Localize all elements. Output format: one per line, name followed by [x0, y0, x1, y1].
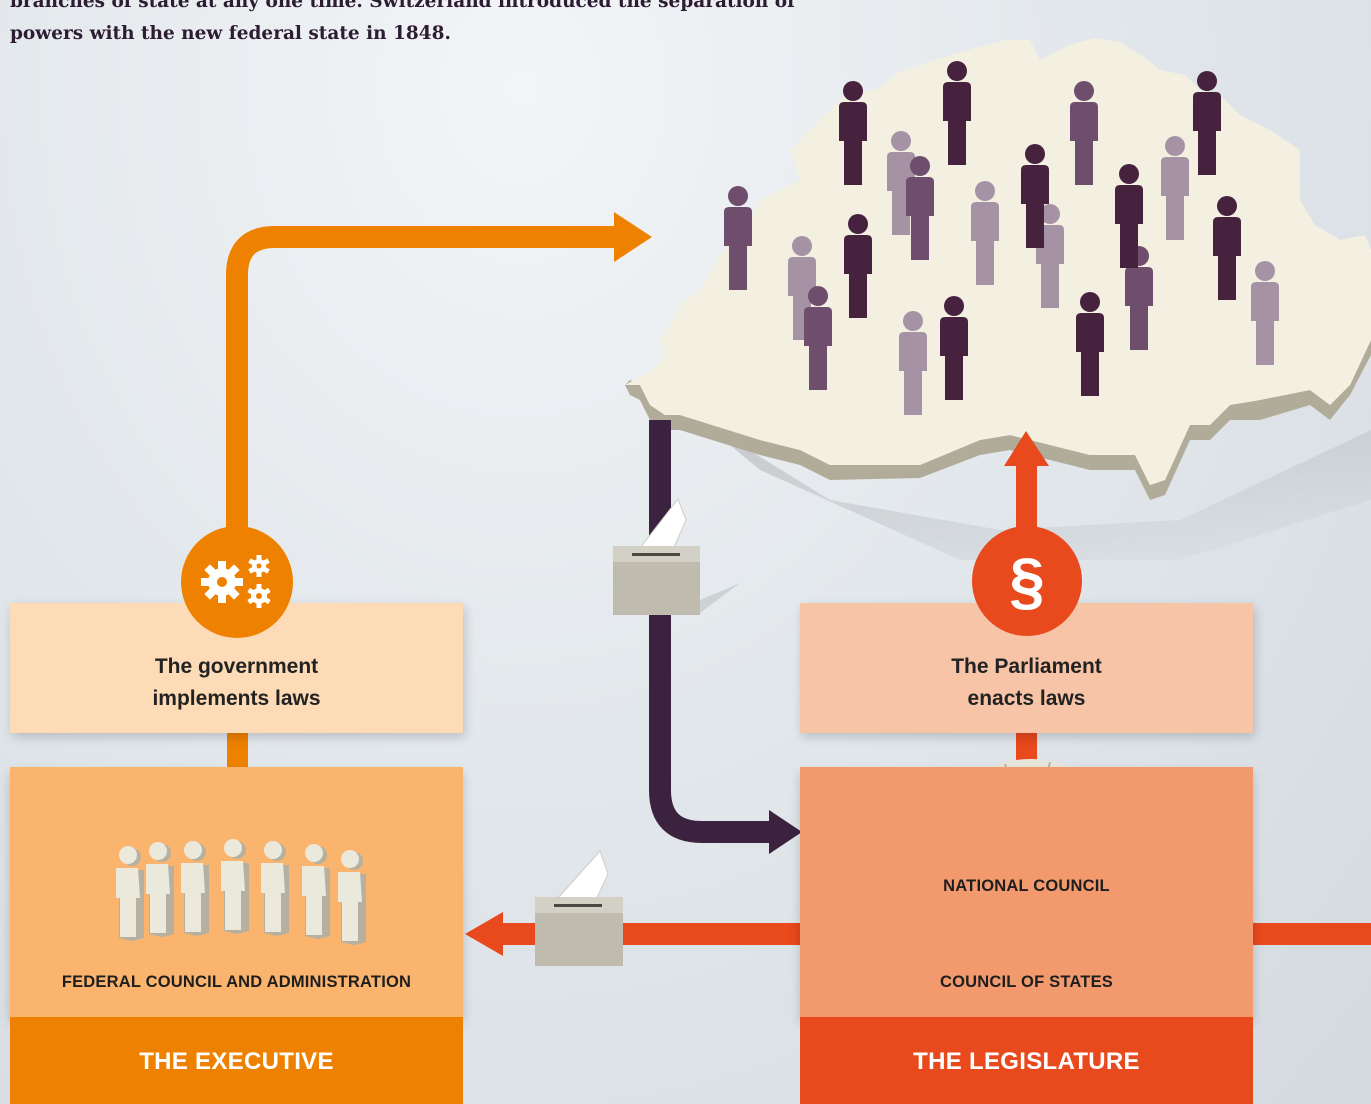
legislature-body-box: NATIONAL COUNCIL COUNCIL OF STATES — [800, 767, 1253, 1017]
ballot-box-icon — [535, 850, 623, 966]
federal-council-members-icon — [116, 839, 366, 945]
paragraph-icon: § — [1009, 545, 1045, 617]
executive-branch-bar: THE EXECUTIVE — [10, 1017, 463, 1104]
vote-path — [649, 420, 770, 843]
legislature-function-line2: enacts laws — [967, 687, 1086, 710]
gears-icon — [201, 555, 271, 608]
executive-icon-circle — [181, 526, 293, 638]
ballot-box-icon — [613, 497, 740, 615]
legislature-to-people-arrowhead — [1004, 431, 1049, 466]
executive-function-line1: The government — [154, 655, 319, 678]
legislature-function-line1: The Parliament — [951, 655, 1102, 678]
legislature-branch-bar: THE LEGISLATURE — [800, 1017, 1253, 1104]
map-shadow — [700, 420, 1371, 560]
vote-path-arrowhead — [769, 810, 802, 854]
executive-body-label: FEDERAL COUNCIL AND ADMINISTRATION — [61, 973, 412, 991]
legislature-to-people-stem — [1016, 462, 1037, 542]
intro-paragraph: branches of state at any one time. Switz… — [10, 0, 796, 44]
legislature-to-executive-arrowhead — [465, 912, 503, 956]
legislature-branch-title: THE LEGISLATURE — [913, 1048, 1140, 1075]
executive-body-box: FEDERAL COUNCIL AND ADMINISTRATION — [10, 767, 463, 1017]
national-council-label: NATIONAL COUNCIL — [943, 877, 1110, 895]
executive-branch-title: THE EXECUTIVE — [139, 1048, 334, 1075]
executive-to-people-arrowhead — [614, 212, 652, 262]
paragraph-icon-circle: § — [972, 526, 1082, 636]
council-of-states-label: COUNCIL OF STATES — [940, 973, 1113, 991]
executive-connector — [227, 733, 248, 769]
executive-to-people-path — [226, 226, 615, 590]
legislature-right-line — [1252, 923, 1371, 945]
map-side — [625, 340, 1371, 500]
executive-function-line2: implements laws — [152, 687, 321, 710]
